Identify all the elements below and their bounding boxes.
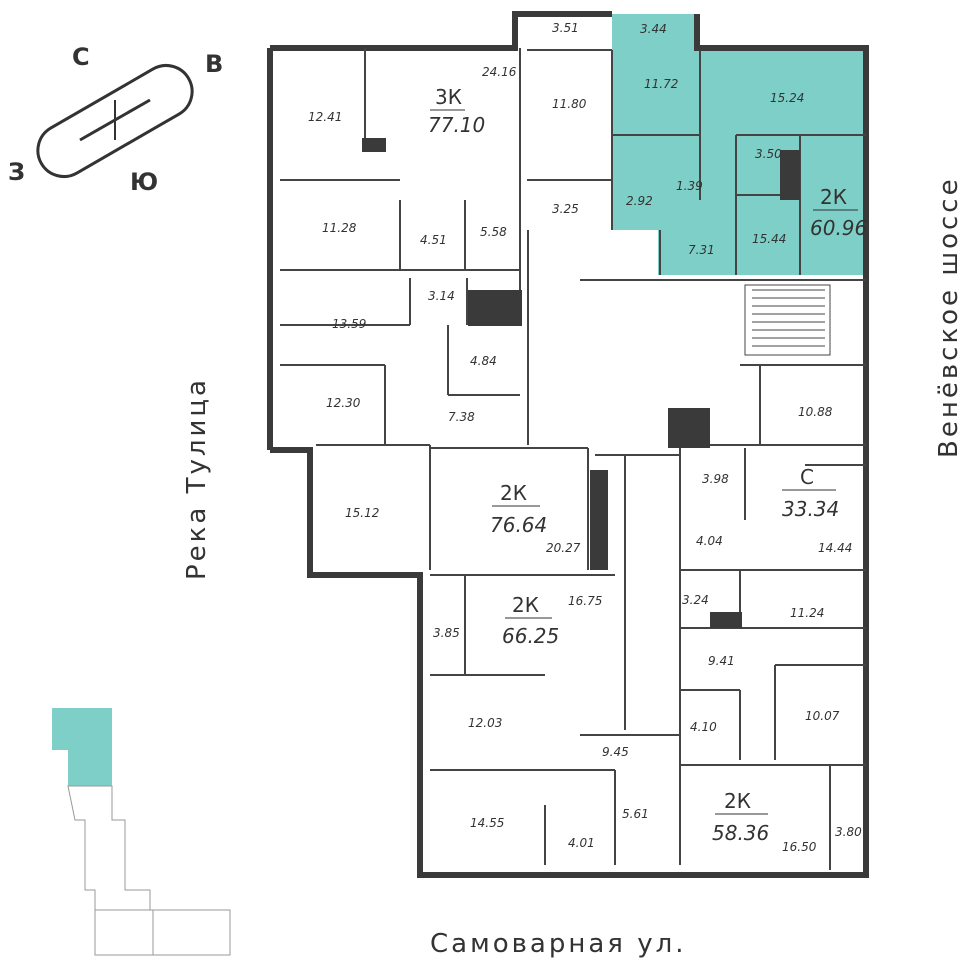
apartment-area-label: 77.10 (428, 113, 485, 137)
room-area: 3.14 (428, 289, 455, 303)
room-area: 7.31 (688, 243, 715, 257)
room-area: 24.16 (482, 65, 517, 79)
room-area: 3.44 (640, 22, 667, 36)
apartment-labels: 3К 77.10 2К 60.96 2К 76.64 С 33.34 2К 66… (428, 85, 867, 845)
room-area: 11.28 (322, 221, 357, 235)
room-area: 14.44 (818, 541, 852, 555)
inner-partitions (280, 48, 866, 870)
room-area: 3.25 (552, 202, 579, 216)
apartment-type-label: С (800, 465, 814, 489)
room-area: 13.59 (332, 317, 366, 331)
room-area: 3.80 (835, 825, 862, 839)
room-area: 16.75 (568, 594, 602, 608)
room-area: 1.39 (676, 179, 703, 193)
room-area: 5.61 (622, 807, 649, 821)
key-plan-minimap (52, 708, 231, 956)
room-area: 10.88 (798, 405, 833, 419)
room-area: 3.24 (682, 593, 709, 607)
room-area: 4.10 (690, 720, 717, 734)
room-area: 10.07 (805, 709, 840, 723)
apartment-type-label: 2К (500, 481, 527, 505)
outer-walls (267, 11, 869, 878)
room-area: 9.45 (602, 745, 629, 759)
room-area: 11.24 (790, 606, 824, 620)
highlighted-apartment[interactable] (612, 14, 866, 275)
core-blocks (362, 138, 800, 628)
room-area: 12.03 (468, 716, 502, 730)
compass-east: В (205, 50, 223, 78)
compass-ring (36, 64, 194, 178)
staircase (744, 284, 831, 356)
street-west: Река Тулица (182, 377, 212, 580)
room-area-labels: 3.51 3.44 24.16 11.80 11.72 15.24 12.41 … (308, 21, 862, 854)
apartment-area-label: 33.34 (782, 497, 839, 521)
room-area: 7.38 (448, 410, 475, 424)
apartment-type-label: 3К (435, 85, 462, 109)
key-plan-highlight (52, 708, 112, 786)
apartment-area-label: 60.96 (810, 216, 867, 240)
apartment-type-label: 2К (820, 185, 847, 209)
room-area: 2.92 (626, 194, 653, 208)
room-area: 4.04 (696, 534, 723, 548)
compass-west: З (8, 158, 25, 186)
compass: С В Ю З (8, 43, 223, 196)
room-area: 15.12 (345, 506, 379, 520)
room-area: 5.58 (480, 225, 507, 239)
room-area: 4.01 (568, 836, 595, 850)
room-area: 14.55 (470, 816, 504, 830)
room-area: 20.27 (546, 541, 581, 555)
apartment-area-label: 76.64 (490, 513, 547, 537)
room-area: 12.30 (326, 396, 361, 410)
apartment-area-label: 66.25 (502, 624, 559, 648)
room-area: 4.51 (420, 233, 447, 247)
compass-south: Ю (130, 168, 158, 196)
room-area: 15.44 (752, 232, 786, 246)
room-area: 11.80 (552, 97, 587, 111)
compass-north: С (72, 43, 90, 71)
room-area: 3.50 (755, 147, 782, 161)
street-south: Самоварная ул. (430, 929, 686, 959)
room-area: 3.85 (433, 626, 460, 640)
apartment-area-label: 58.36 (712, 821, 769, 845)
room-area: 4.84 (470, 354, 497, 368)
street-east: Венёвское шоссе (934, 176, 959, 458)
apartment-type-label: 2К (724, 789, 751, 813)
room-area: 16.50 (782, 840, 817, 854)
apartment-type-label: 2К (512, 593, 539, 617)
room-area: 12.41 (308, 110, 342, 124)
room-area: 11.72 (644, 77, 678, 91)
room-area: 9.41 (708, 654, 735, 668)
room-area: 15.24 (770, 91, 804, 105)
room-area: 3.98 (702, 472, 729, 486)
room-area: 3.51 (552, 21, 579, 35)
